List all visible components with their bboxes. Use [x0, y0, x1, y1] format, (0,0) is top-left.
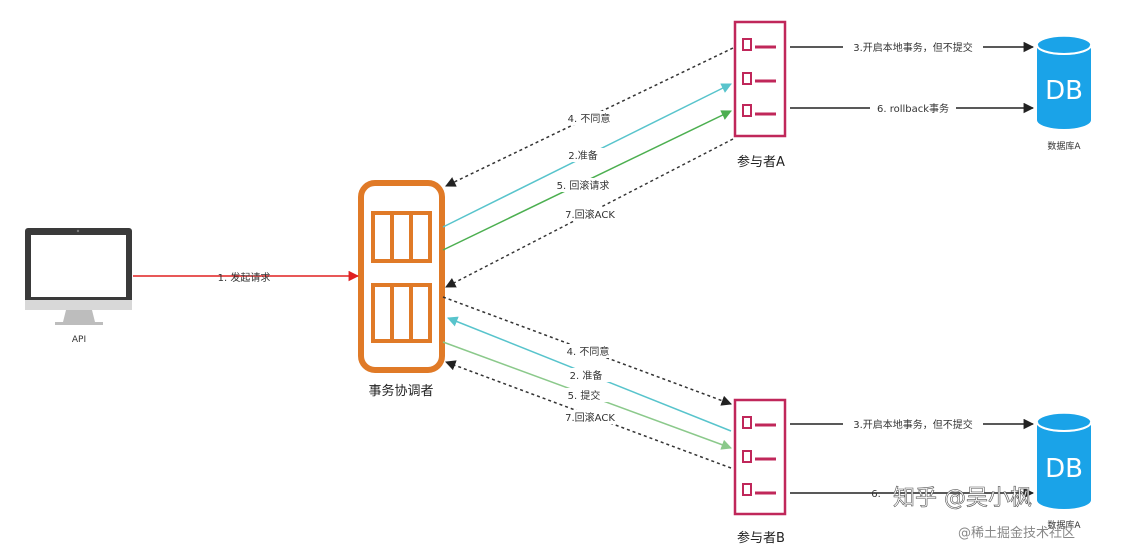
api-monitor-icon [25, 228, 132, 325]
participant-b-label: 参与者B [737, 530, 785, 546]
watermark-main: 知乎 @吴小枫 [893, 486, 1032, 511]
edge-a-prepare-label: 2.准备 [568, 149, 598, 162]
edge-b-db-begin-label: 3.开启本地事务，但不提交 [853, 418, 973, 431]
edge-api-request-label: 1. 发起请求 [218, 271, 271, 284]
edge-a-db-begin-label: 3.开启本地事务，但不提交 [853, 41, 973, 54]
database-b-label: 数据库A [1047, 519, 1081, 531]
coordinator-icon [358, 180, 445, 373]
edge-a-disagree [445, 47, 734, 187]
edge-b-prepare-label: 2. 准备 [570, 369, 603, 382]
edge-a-rollback-request-label: 5. 回滚请求 [557, 179, 610, 192]
edge-b-commit-label: 5. 提交 [568, 389, 601, 402]
coordinator-label: 事务协调者 [368, 383, 433, 399]
edge-a-disagree-label: 4. 不同意 [568, 112, 611, 125]
watermark-sub: @稀土掘金技术社区 [958, 525, 1075, 541]
database-b-text: DB [1045, 454, 1083, 484]
participant-b-icon [733, 398, 787, 516]
database-b-icon [1036, 412, 1092, 509]
database-a-icon [1036, 35, 1092, 129]
edge-b-disagree-label: 4. 不同意 [567, 345, 610, 358]
edge-b-db-partial-label: 6. [871, 489, 881, 500]
api-label: API [72, 335, 86, 345]
participant-a-label: 参与者A [737, 154, 785, 170]
participant-a-icon [733, 20, 787, 138]
database-a-label: 数据库A [1047, 140, 1081, 152]
edge-a-rollback-ack-label: 7.回滚ACK [565, 208, 615, 221]
database-a-text: DB [1045, 76, 1083, 106]
edge-b-rollback-ack-label: 7.回滚ACK [565, 411, 615, 424]
edge-a-db-rollback-label: 6. rollback事务 [877, 102, 949, 115]
